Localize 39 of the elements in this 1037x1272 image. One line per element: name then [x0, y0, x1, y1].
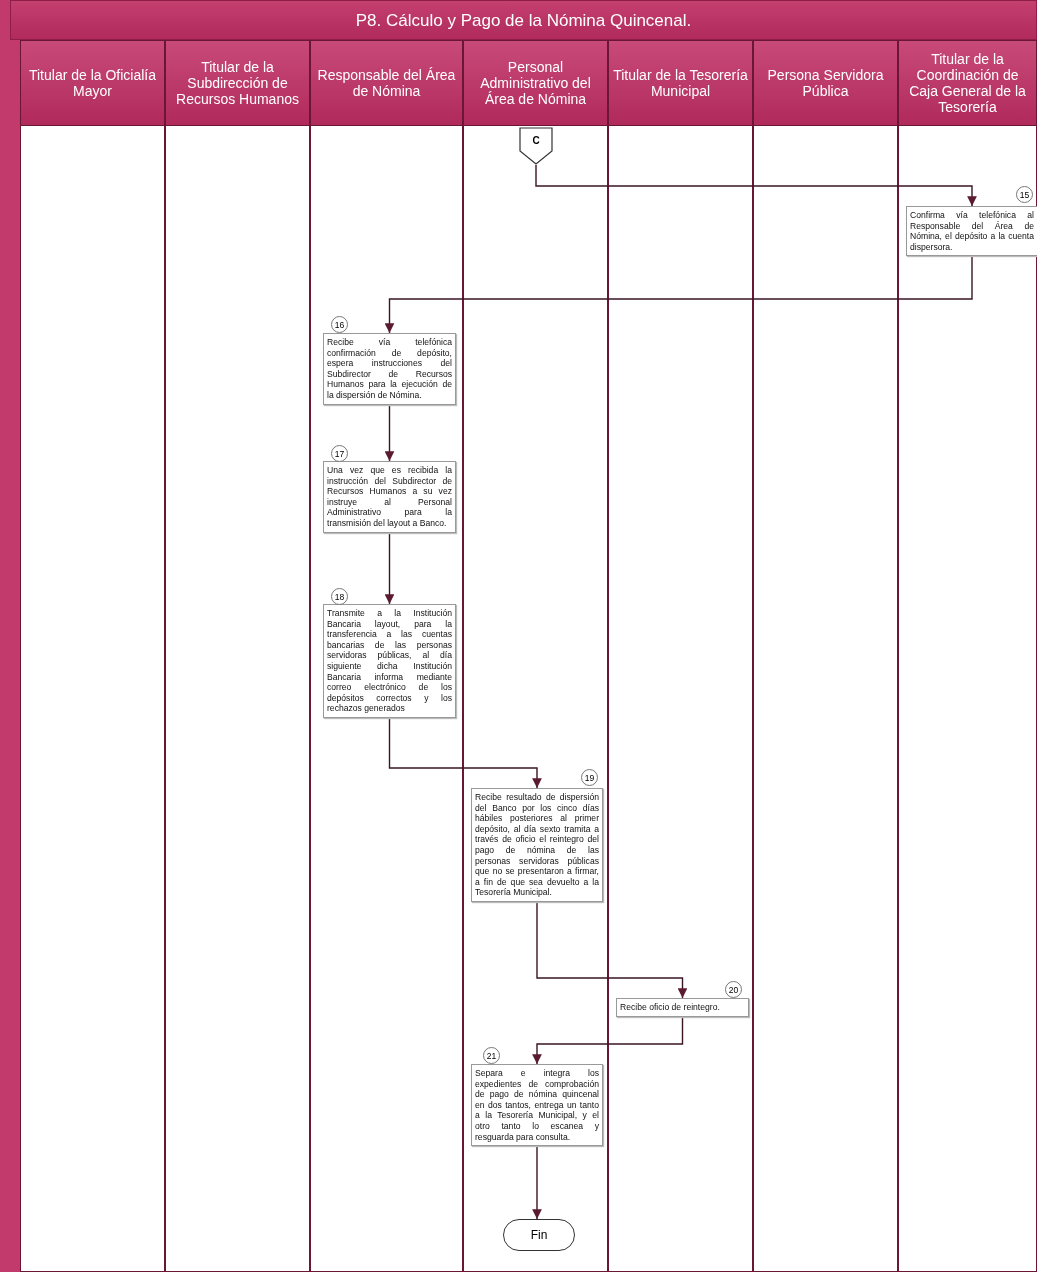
process-box: Separa e integra los expedientes de comprobación de pago de nómina quincenal en dos tantos, entrega un tanto a la Tesorería Municipal, y el otro tanto lo escanea y resguarda para consulta.	[471, 1064, 603, 1147]
process-box: Una vez que es recibida la instrucción del Subdirector de Recursos Humanos a su vez instruye al Personal Administrativo para la transmisión del layout a Banco.	[323, 461, 456, 533]
swimlane	[20, 40, 165, 125]
lane-header: Persona Servidora Pública	[766, 67, 885, 99]
swimlane	[310, 40, 463, 1272]
arrow	[535, 164, 977, 207]
step-number: 17	[331, 445, 348, 462]
step-number: 19	[581, 769, 598, 786]
lane-header: Titular de la Subdirección de Recursos Humanos	[175, 59, 300, 107]
title-banner: P8. Cálculo y Pago de la Nómina Quincenal.	[10, 0, 1037, 40]
step-number: 20	[725, 981, 742, 998]
process-box: Recibe vía telefónica confirmación de depósito, espera instrucciones del Subdirector de Recursos Humanos para la ejecución de la dispersión de Nómina.	[323, 333, 456, 405]
swimlane	[753, 40, 898, 125]
arrow	[532, 1015, 684, 1065]
arrow	[384, 403, 395, 462]
off-page-connector: C	[519, 127, 553, 165]
swimlane	[608, 40, 753, 1272]
process-box: Recibe oficio de reintegro.	[616, 998, 749, 1017]
arrow	[388, 717, 542, 789]
step-number: 15	[1016, 186, 1033, 203]
step-number: 16	[331, 316, 348, 333]
lane-header: Titular de la Tesorería Municipal	[612, 67, 749, 99]
arrow	[536, 901, 688, 999]
swimlane	[898, 40, 1037, 1272]
arrow	[384, 255, 973, 334]
lane-header: Personal Administrativo del Área de Nómina	[479, 59, 592, 107]
arrow	[384, 531, 395, 605]
process-box: Confirma vía telefónica al Responsable del Área de Nómina, el depósito a la cuenta dispersora.	[906, 206, 1037, 257]
step-number: 18	[331, 588, 348, 605]
process-box: Recibe resultado de dispersión del Banco por los cinco días hábiles posteriores al primer depósito, al día sexto tramita a través de oficio el reintegro del pago de nómina de las personas servidoras públicas que no se presentaron a firmar, a fin de que sea devuelto a la Tesorería Municipal.	[471, 788, 603, 902]
step-number: 21	[483, 1047, 500, 1064]
swimlane	[463, 40, 608, 1272]
swimlane	[165, 40, 310, 125]
lane-header: Titular de la Coordinación de Caja General de la Tesorería	[908, 51, 1027, 115]
lane-header: Titular de la Oficialía Mayor	[27, 67, 158, 99]
terminator: Fin	[503, 1219, 575, 1251]
lane-header: Responsable del Área de Nómina	[316, 67, 457, 99]
arrow	[532, 1145, 542, 1220]
process-box: Transmite a la Institución Bancaria layout, para la transferencia a las cuentas bancarias de las personas servidoras públicas, al día siguiente dicha Institución Bancaria informa mediante correo electrónico de los depósitos correctos y los rechazos generados	[323, 604, 456, 718]
